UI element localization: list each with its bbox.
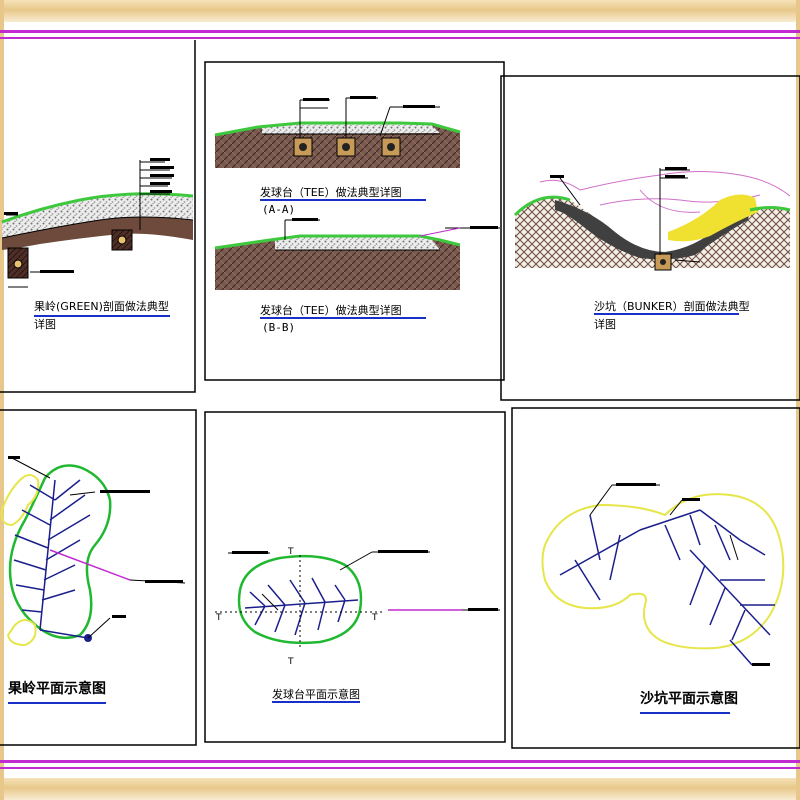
tee-section-b-underline	[260, 317, 426, 319]
tee-plan-title: 发球台平面示意图	[272, 688, 360, 701]
green-section-title-underline	[34, 315, 170, 317]
tee-section-b-label: (B-B)	[262, 321, 296, 334]
green-section-title-line2: 详图	[34, 318, 56, 331]
panel-border-green-plan	[0, 409, 197, 746]
tee-plan-title-underline	[272, 701, 360, 703]
bunker-section-title-line2: 详图	[594, 318, 616, 331]
svg-text:T: T	[287, 657, 294, 667]
tee-section-b-title: 发球台（TEE）做法典型详图	[260, 304, 402, 317]
green-plan-title: 果岭平面示意图	[8, 681, 106, 697]
green-section-title: 果岭(GREEN)剖面做法典型	[34, 300, 169, 313]
bunker-plan-drawing	[541, 483, 785, 666]
frame-left-border	[0, 0, 4, 800]
bunker-plan-title: 沙坑平面示意图	[640, 691, 738, 707]
frame-top-border	[0, 0, 800, 22]
tee-section-a-title: 发球台（TEE）做法典型详图	[260, 186, 402, 199]
frame-top-rule	[0, 30, 800, 33]
panel-border-bunker-section	[500, 75, 800, 401]
frame-bottom-rule-2	[0, 767, 800, 769]
svg-text:T: T	[215, 613, 222, 623]
panel-border-tee-plan	[204, 411, 506, 743]
tee-section-a-label: (A-A)	[262, 203, 296, 216]
tee-plan-drawing: T T T T	[215, 547, 500, 667]
svg-text:T: T	[371, 613, 378, 623]
frame-bottom-rule	[0, 760, 800, 763]
tee-section-b-drawing	[214, 218, 500, 290]
bunker-section-title-underline	[594, 313, 739, 315]
bunker-section-title: 沙坑（BUNKER）剖面做法典型	[594, 300, 750, 313]
green-section-drawing	[1, 158, 194, 288]
tee-section-a-drawing	[214, 96, 461, 168]
tee-section-a-underline	[260, 199, 426, 201]
green-plan-drawing	[0, 456, 186, 647]
frame-bottom-border	[0, 778, 800, 800]
panel-border-green-section	[0, 40, 196, 393]
frame-top-rule-2	[0, 37, 800, 39]
panel-border-tee-section	[204, 61, 505, 381]
bunker-plan-title-underline	[640, 712, 730, 714]
bunker-section-drawing	[513, 167, 791, 271]
panel-border-bunker-plan	[511, 407, 800, 749]
svg-text:T: T	[287, 547, 294, 557]
green-plan-title-underline	[8, 702, 106, 704]
